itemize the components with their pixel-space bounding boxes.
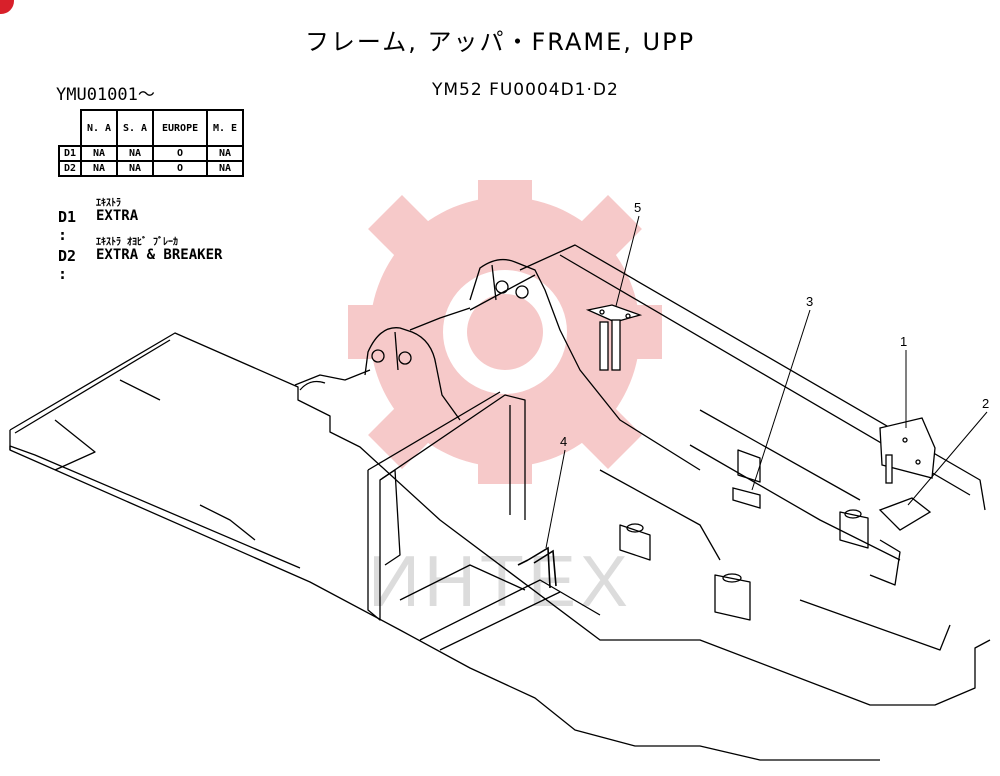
- table-header-row: N. A S. A EUROPE M. E: [59, 109, 245, 147]
- drawing-number: YM52 FU0004D1·D2: [432, 80, 619, 100]
- table-cell: NA: [80, 160, 119, 177]
- header-na: N. A: [80, 109, 119, 147]
- legend-kana: ｴｷｽﾄﾗ: [96, 198, 121, 209]
- legend-english: EXTRA: [96, 208, 139, 224]
- callout-5: 5: [634, 200, 641, 215]
- part-3-plate: [732, 487, 761, 509]
- header-me: M. E: [206, 109, 245, 147]
- applicability-table: N. A S. A EUROPE M. E D1 NA NA O NA D2 N…: [57, 109, 245, 177]
- legend-code: D2 :: [58, 247, 77, 283]
- table-cell: NA: [116, 160, 155, 177]
- watermark-text: ИНТЕХ: [368, 542, 632, 622]
- part-1-bracket: [879, 417, 936, 484]
- table-cell: NA: [80, 145, 119, 162]
- frame-outline: [9, 244, 991, 761]
- row-code: D2: [57, 160, 83, 177]
- serial-range: YMU01001～: [56, 85, 155, 105]
- header-europe: EUROPE: [152, 109, 209, 147]
- header-sa: S. A: [116, 109, 155, 147]
- part-4-bar: [517, 546, 557, 589]
- table-cell: O: [152, 160, 209, 177]
- table-corner-cell: [59, 110, 83, 147]
- legend-english: EXTRA & BREAKER: [96, 247, 223, 263]
- leader-lines: [545, 215, 988, 549]
- watermark-logo: [348, 180, 662, 484]
- row-code: D1: [57, 145, 83, 162]
- table-cell: NA: [206, 160, 245, 177]
- table-cell: O: [152, 145, 209, 162]
- callout-4: 4: [560, 434, 567, 449]
- callout-1: 1: [900, 334, 907, 349]
- legend-code: D1 :: [58, 208, 77, 244]
- page-title: フレーム, アッパ・FRAME, UPP: [304, 28, 696, 56]
- callout-3: 3: [806, 294, 813, 309]
- part-2-plate: [878, 497, 932, 531]
- callout-2: 2: [982, 396, 989, 411]
- legend-kana: ｴｷｽﾄﾗ ｵﾖﾋﾞ ﾌﾞﾚｰｶ: [96, 237, 179, 248]
- table-cell: NA: [206, 145, 245, 162]
- table-row: D2 NA NA O NA: [57, 160, 245, 177]
- table-row: D1 NA NA O NA: [57, 145, 245, 162]
- table-cell: NA: [116, 145, 155, 162]
- part-5-bracket: [585, 304, 643, 371]
